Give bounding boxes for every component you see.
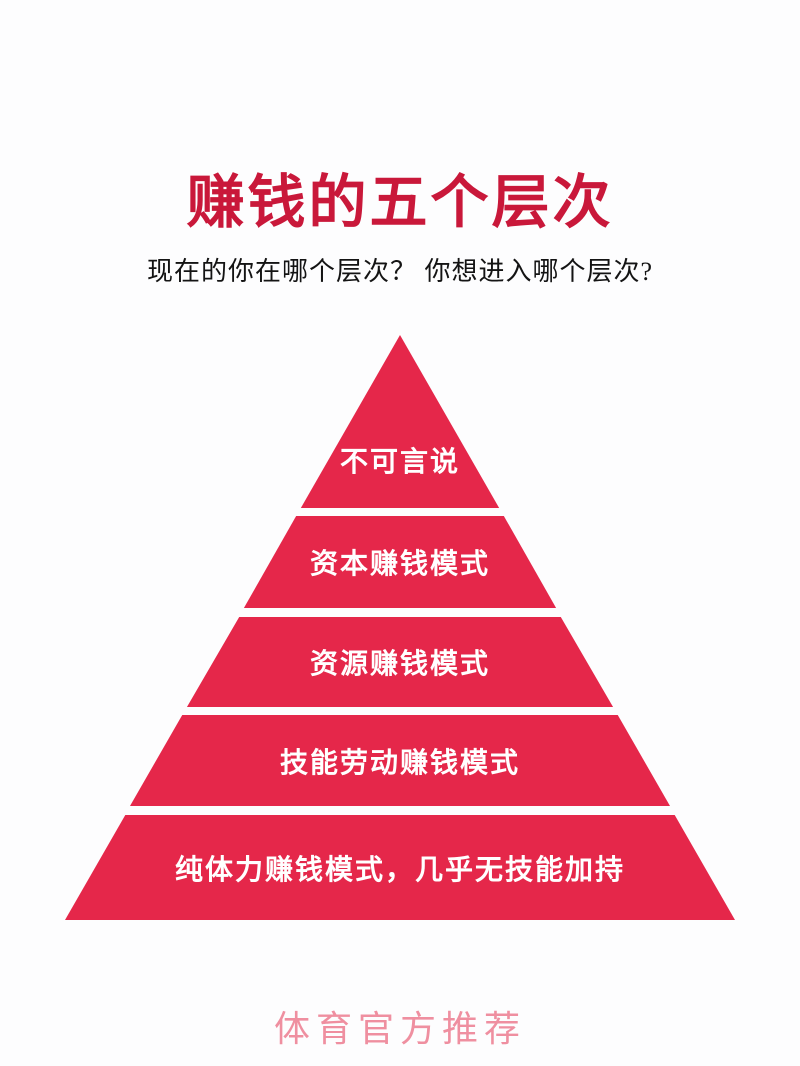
pyramid-level-5-label: 纯体力赚钱模式，几乎无技能加持 (174, 853, 625, 885)
pyramid-level-5: 纯体力赚钱模式，几乎无技能加持 (65, 815, 735, 920)
pyramid-level-3-label: 资源赚钱模式 (309, 648, 490, 679)
pyramid-level-1-label: 不可言说 (339, 446, 460, 477)
page-subtitle: 现在的你在哪个层次？ 你想进入哪个层次? (146, 257, 654, 286)
page-title: 赚钱的五个层次 (186, 170, 614, 235)
watermark-text: 体育官方推荐 (273, 1009, 526, 1049)
pyramid-level-2-label: 资本赚钱模式 (309, 548, 490, 579)
pyramid-level-4-label: 技能劳动赚钱模式 (279, 746, 520, 778)
pyramid-diagram: 不可言说 资本赚钱模式 资源赚钱模式 技能劳动赚钱模式 纯体力赚钱模式，几乎无技… (65, 335, 735, 920)
pyramid-level-4: 技能劳动赚钱模式 (129, 715, 671, 806)
pyramid-level-1: 不可言说 (300, 335, 500, 508)
pyramid-level-3: 资源赚钱模式 (186, 617, 614, 707)
pyramid-level-2: 资本赚钱模式 (243, 516, 557, 608)
